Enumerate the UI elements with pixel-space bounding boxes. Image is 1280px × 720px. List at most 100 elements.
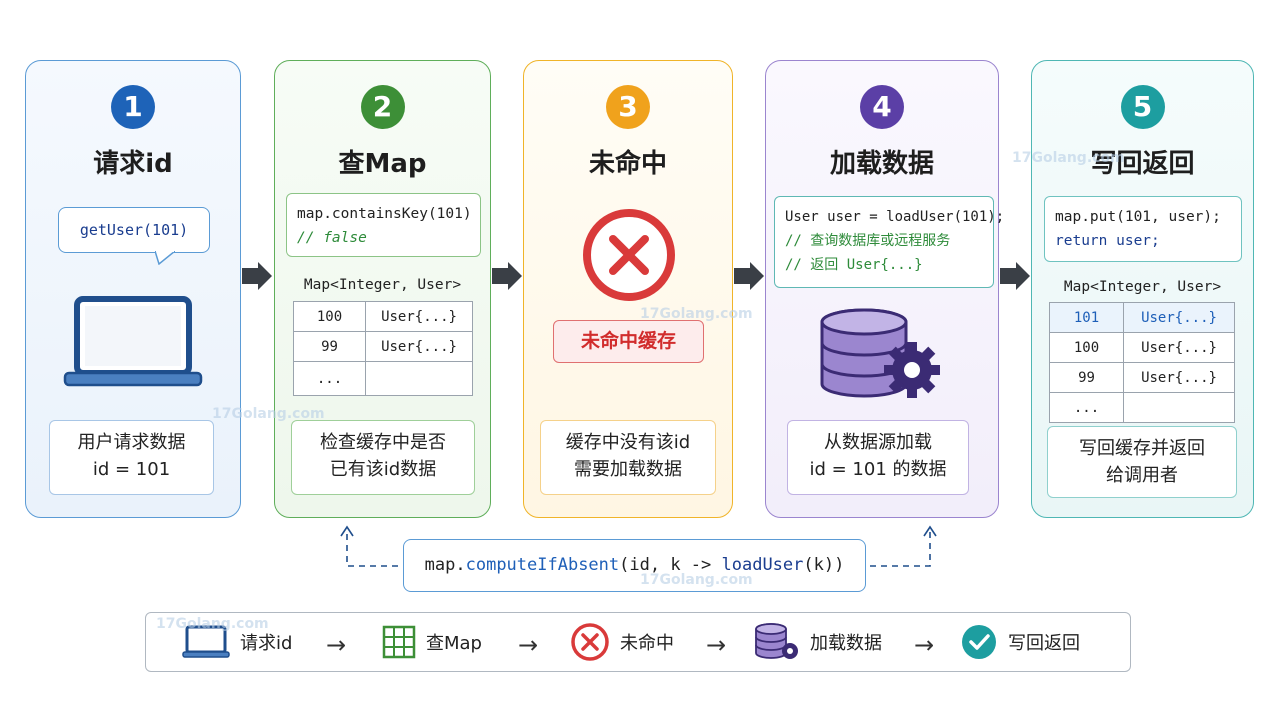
- formula-args-close: (k)): [803, 555, 845, 575]
- code-load: User user = loadUser(101); // 查询数据库或远程服务…: [774, 196, 1005, 288]
- flow-arrow-icon: [508, 262, 522, 290]
- step-card-request: 1 请求id getUser(101) 用户请求数据 id = 101: [25, 60, 241, 518]
- step-title-miss: 未命中: [588, 149, 667, 179]
- table-row: ...: [1049, 392, 1235, 423]
- legend-item-load: 加载数据: [754, 613, 882, 671]
- table-cell: 100: [293, 301, 366, 332]
- table-cell: User{...}: [1123, 332, 1235, 363]
- code-line: User user = loadUser(101);: [785, 209, 1005, 225]
- code-line: return user;: [1055, 233, 1160, 249]
- table-cell: User{...}: [365, 331, 473, 362]
- code-line: map.put(101, user);: [1055, 209, 1221, 225]
- legend-label: 查Map: [426, 633, 482, 654]
- step-card-miss: 3 未命中 未命中缓存 缓存中没有该id 需要加载数据: [523, 60, 733, 518]
- step-badge-5: 5: [1120, 85, 1165, 129]
- code-comment: // false: [297, 230, 367, 246]
- step-badge-4: 4: [860, 85, 904, 129]
- legend-arrow-icon: →: [914, 631, 935, 659]
- step-title-load: 加载数据: [829, 149, 934, 179]
- table-cell: User{...}: [1123, 362, 1235, 393]
- note-line: 需要加载数据: [574, 459, 682, 480]
- step-card-write-back: 5 写回返回 map.put(101, user); return user; …: [1031, 60, 1254, 518]
- table-cell: User{...}: [365, 301, 473, 332]
- note-line: 给调用者: [1106, 465, 1178, 486]
- flow-arrow-icon: [750, 262, 764, 290]
- table-cell: 99: [1049, 362, 1124, 393]
- table-cell: ...: [293, 361, 366, 396]
- step-title-write-back: 写回返回: [1090, 149, 1195, 179]
- x-circle-icon: [571, 623, 609, 661]
- database-gear-icon: [820, 308, 940, 398]
- watermark: 17Golang.com: [212, 406, 325, 422]
- laptop-icon: [63, 296, 203, 387]
- legend-label: 加载数据: [810, 633, 882, 654]
- flow-arrow-shaft: [1000, 268, 1016, 284]
- watermark: 17Golang.com: [640, 306, 753, 322]
- legend-arrow-icon: →: [706, 631, 727, 659]
- flow-arrow-icon: [258, 262, 272, 290]
- step-note-write-back: 写回缓存并返回 给调用者: [1047, 426, 1237, 498]
- code-comment: // 返回 User{...}: [785, 257, 923, 273]
- code-line: map.containsKey(101): [297, 206, 472, 222]
- watermark: 17Golang.com: [156, 616, 269, 632]
- table-cell: User{...}: [1123, 302, 1235, 333]
- database-gear-icon: [755, 623, 798, 659]
- table-row: ...: [293, 361, 473, 396]
- x-circle-icon: [583, 209, 675, 301]
- map-type-label: Map<Integer, User>: [303, 277, 462, 293]
- flow-arrow-shaft: [492, 268, 508, 284]
- legend-label: 未命中: [620, 633, 674, 654]
- formula-call: loadUser: [721, 555, 804, 575]
- table-cell: ...: [1049, 392, 1124, 423]
- legend-label: 请求id: [240, 633, 293, 654]
- flow-arrow-icon: [1016, 262, 1030, 290]
- step-note-miss: 缓存中没有该id 需要加载数据: [540, 420, 716, 495]
- step-badge-1: 1: [111, 85, 155, 129]
- bubble-tail-icon: [155, 251, 175, 265]
- step-badge-3: 3: [606, 85, 650, 129]
- legend-item-request: 请求id: [182, 613, 292, 671]
- legend-item-write-back: 写回返回: [960, 613, 1080, 671]
- bubble-code: getUser(101): [79, 221, 189, 239]
- laptop-icon: [182, 625, 230, 658]
- table-cell: [365, 361, 473, 396]
- formula-method: computeIfAbsent: [465, 555, 620, 575]
- formula-prefix: map.: [424, 555, 466, 575]
- note-line: 写回缓存并返回: [1079, 438, 1205, 459]
- watermark: 17Golang.com: [1012, 150, 1125, 166]
- step-note-load: 从数据源加载 id = 101 的数据: [787, 420, 969, 495]
- flow-arrow-shaft: [734, 268, 750, 284]
- note-line: 用户请求数据: [77, 432, 186, 453]
- step-card-check-map: 2 查Map map.containsKey(101) // false Map…: [274, 60, 491, 518]
- table-cell: 99: [293, 331, 366, 362]
- miss-badge: 未命中缓存: [553, 320, 704, 363]
- legend-item-miss: 未命中: [570, 613, 674, 671]
- legend-bar: 请求id → 查Map → 未命中 →: [145, 612, 1131, 672]
- note-line: id = 101 的数据: [809, 459, 947, 480]
- speech-bubble: getUser(101): [58, 207, 210, 265]
- table-cell: 100: [1049, 332, 1124, 363]
- legend-arrow-icon: →: [518, 631, 539, 659]
- check-circle-icon: [962, 625, 996, 659]
- note-line: 缓存中没有该id: [565, 432, 691, 453]
- note-line: 已有该id数据: [329, 459, 437, 480]
- note-line: id = 101: [92, 459, 171, 480]
- step-note-check-map: 检查缓存中是否 已有该id数据: [291, 420, 475, 495]
- step-note-request: 用户请求数据 id = 101: [49, 420, 214, 495]
- code-write-back: map.put(101, user); return user;: [1044, 196, 1242, 262]
- code-comment: // 查询数据库或远程服务: [785, 233, 951, 249]
- table-cell: [1123, 392, 1235, 423]
- legend-arrow-icon: →: [326, 631, 347, 659]
- note-line: 从数据源加载: [824, 432, 932, 453]
- step-badge-2: 2: [360, 85, 405, 129]
- legend-label: 写回返回: [1008, 633, 1080, 654]
- watermark: 17Golang.com: [640, 572, 753, 588]
- legend-item-check-map: 查Map: [382, 613, 482, 671]
- flow-arrow-shaft: [242, 268, 258, 284]
